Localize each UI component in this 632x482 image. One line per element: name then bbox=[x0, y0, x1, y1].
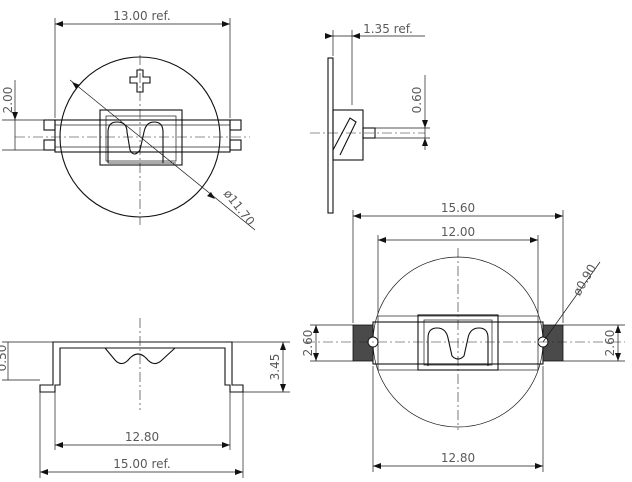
holder-body-inner bbox=[54, 124, 231, 148]
right-height-label: 3.45 bbox=[268, 354, 282, 381]
bottom-dim-left-pad-arrows bbox=[313, 325, 319, 361]
side-terminal bbox=[362, 127, 376, 139]
left-pad-label: 2.60 bbox=[301, 330, 315, 357]
width-dimension-label: 13.00 ref. bbox=[113, 9, 170, 23]
outer-width-label: 15.00 ref. bbox=[113, 457, 170, 471]
bottom-inner-width-label: 12.00 bbox=[441, 225, 475, 239]
spring-contact-shape bbox=[107, 121, 164, 163]
terminal-right-top bbox=[229, 119, 242, 131]
hole-leader bbox=[542, 261, 601, 343]
front-view: 0.50 3.45 12.80 15.00 ref. bbox=[0, 318, 290, 478]
terminal-right-bottom bbox=[229, 139, 242, 151]
bottom-view: 15.60 12.00 ø0.90 2.60 2.60 12.80 bbox=[301, 201, 625, 472]
base-width-label: 12.80 bbox=[441, 451, 475, 465]
offset-dimension-label: 0.60 bbox=[410, 87, 424, 114]
terminal-left-bottom bbox=[43, 139, 56, 151]
side-plate bbox=[327, 57, 334, 214]
spring-contact-inner bbox=[105, 115, 177, 162]
inner-width-label: 12.80 bbox=[125, 430, 159, 444]
diameter-dimension-label: ø11.70 bbox=[221, 187, 258, 228]
right-pad-label: 2.60 bbox=[603, 330, 617, 357]
diameter-leader bbox=[69, 79, 256, 231]
front-body-outline bbox=[39, 341, 244, 393]
diameter-arrows bbox=[72, 82, 215, 199]
side-body bbox=[332, 109, 364, 161]
terminal-left-top bbox=[43, 119, 56, 131]
side-dim-arrows bbox=[325, 33, 360, 39]
thickness-dimension-label: 1.35 ref. bbox=[363, 22, 413, 36]
side-dim-offset-arrows bbox=[422, 120, 428, 146]
dim-arrow-height bbox=[12, 112, 18, 120]
side-spring bbox=[332, 117, 357, 156]
spring-contact-frame bbox=[99, 109, 183, 166]
height-dimension-label: 2.00 bbox=[1, 87, 15, 114]
front-spring-shape bbox=[104, 347, 176, 365]
bottom-dim-right-pad-arrows bbox=[615, 325, 621, 361]
side-view: 1.35 ref. 0.60 bbox=[310, 22, 430, 214]
overall-width-label: 15.60 bbox=[441, 201, 475, 215]
top-view: 13.00 ref. 2.00 ø11.70 bbox=[1, 9, 258, 231]
plus-icon bbox=[129, 69, 151, 93]
hole-diameter-label: ø0.90 bbox=[570, 262, 599, 298]
left-height-label: 0.50 bbox=[0, 345, 9, 372]
